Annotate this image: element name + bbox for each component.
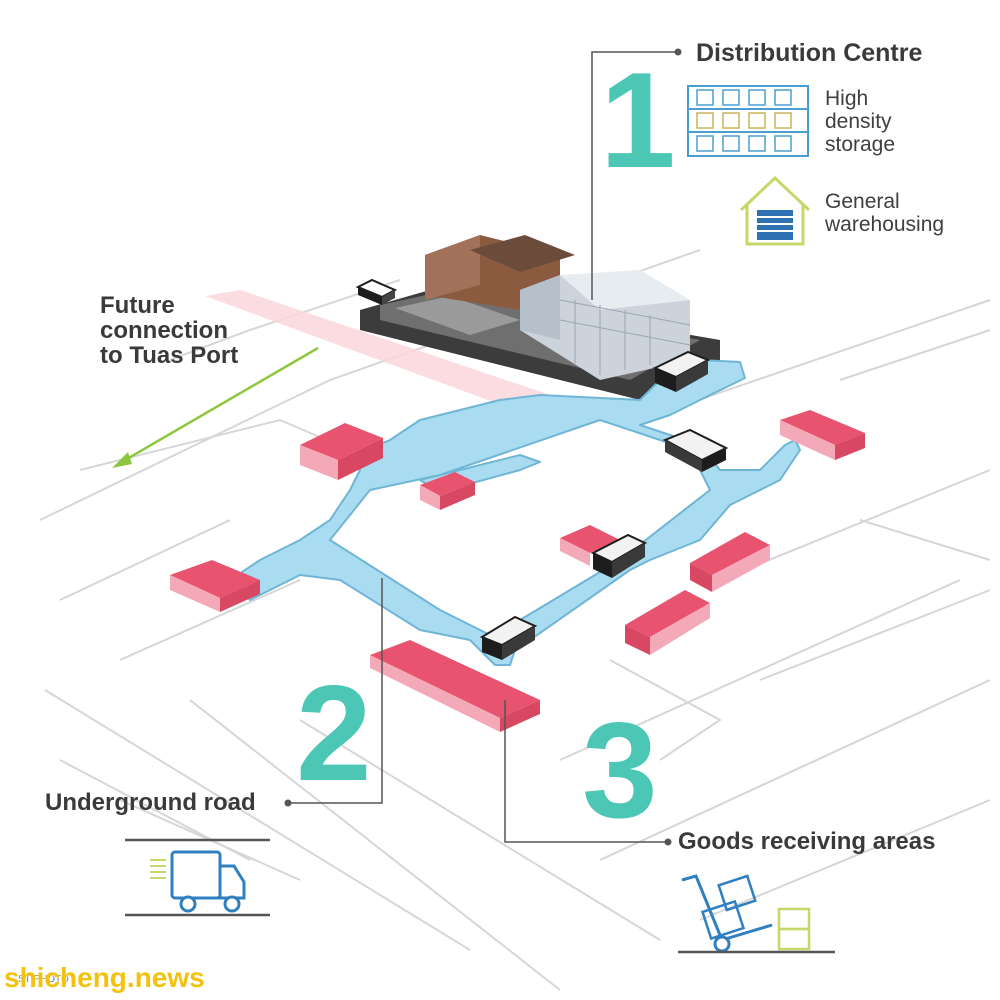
autonomous-vehicles: [355, 278, 729, 660]
goods-receiving-label: Goods receiving areas: [678, 828, 936, 855]
leader-lines: [288, 51, 678, 843]
hand-trolley-icon: [678, 874, 835, 954]
high-density-line-3: storage: [825, 133, 896, 157]
underground-road: [229, 359, 801, 666]
dock: [370, 640, 540, 732]
future-connection-arrow: [112, 346, 319, 468]
leader-dot: [664, 838, 672, 846]
future-corridor: [205, 290, 550, 410]
distribution-centre-building: [360, 235, 720, 400]
dock: [300, 423, 383, 480]
general-warehousing-line-1: General: [825, 190, 900, 213]
vehicle: [652, 350, 711, 392]
leader-dot: [284, 799, 292, 807]
general-warehousing-label: General warehousing: [825, 190, 944, 236]
warehouse-icon: [739, 175, 811, 246]
vehicle: [479, 615, 538, 660]
dock: [420, 472, 475, 510]
photo-credit: ST PHOTO: [18, 974, 69, 985]
future-connection-label: Future connection to Tuas Port: [100, 293, 238, 369]
watermark-logo: shicheng.news: [4, 962, 205, 993]
high-density-line-2: density: [825, 110, 892, 134]
future-connection-line-3: to Tuas Port: [100, 342, 239, 370]
step-number-1: 1: [600, 44, 676, 196]
vehicle: [662, 428, 729, 472]
step-number-3: 3: [582, 694, 658, 846]
truck-icon: [125, 838, 270, 917]
leader-dot: [674, 48, 682, 56]
underground-road-label: Underground road: [45, 789, 256, 816]
future-connection-line-2: connection: [100, 317, 229, 345]
dock: [690, 532, 770, 592]
dock: [625, 590, 710, 655]
high-density-line-1: High: [825, 87, 869, 110]
step-number-2: 2: [296, 657, 372, 809]
vehicle: [355, 278, 398, 305]
vehicle: [590, 533, 648, 578]
future-connection-line-1: Future: [100, 292, 175, 319]
shelving-icon: [687, 85, 809, 157]
dock: [780, 410, 865, 460]
dock: [170, 560, 260, 612]
general-warehousing-line-2: warehousing: [825, 213, 945, 237]
distribution-centre-label: Distribution Centre: [696, 39, 923, 67]
high-density-storage-label: High density storage: [825, 87, 895, 156]
goods-receiving-docks: [170, 410, 865, 732]
